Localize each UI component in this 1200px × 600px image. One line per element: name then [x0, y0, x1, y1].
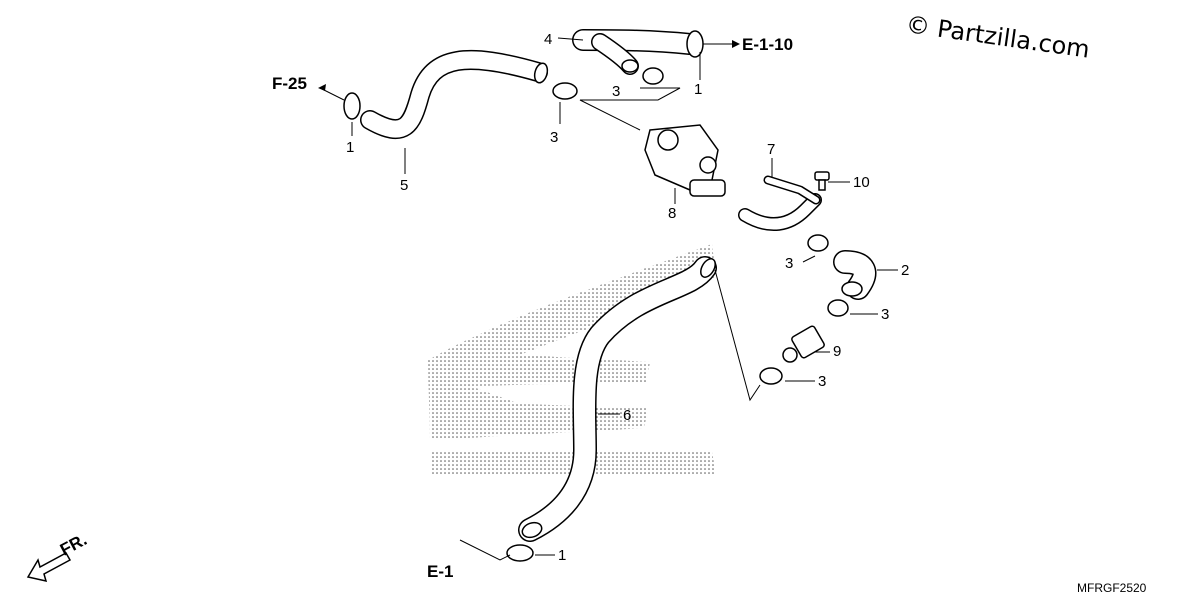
- callout-10: 10: [853, 174, 870, 191]
- arrow-e110-icon: [732, 40, 740, 48]
- ref-e110: E-1-10: [742, 35, 793, 54]
- callout-1-f25: 1: [346, 139, 354, 156]
- check-valve-9[interactable]: [782, 325, 825, 363]
- diagram-code: MFRGF2520: [1077, 581, 1147, 595]
- hose-5[interactable]: [360, 49, 549, 140]
- clamp-3-right[interactable]: [827, 299, 849, 317]
- callout-labels: 1 1 1 2 3 3 3 3 3 4 5 6 7 8 9 10: [346, 31, 909, 564]
- callout-1-e110: 1: [694, 81, 702, 98]
- callout-3-top-right: 3: [612, 83, 620, 100]
- clamp-1-f25[interactable]: [343, 92, 361, 120]
- elbow-hose-2[interactable]: [833, 250, 877, 300]
- callout-5: 5: [400, 177, 408, 194]
- front-direction: FR.: [26, 530, 90, 583]
- clamp-1-e1[interactable]: [506, 544, 534, 562]
- clamp-3-mid[interactable]: [807, 234, 829, 252]
- hose-4[interactable]: [572, 29, 701, 75]
- arrow-f25-icon: [318, 84, 326, 91]
- callout-9: 9: [833, 343, 841, 360]
- hose-6[interactable]: [518, 256, 718, 542]
- hose-7[interactable]: [738, 175, 822, 232]
- callout-2: 2: [901, 262, 909, 279]
- bolt-10[interactable]: [814, 171, 830, 191]
- callout-3-right: 3: [881, 306, 889, 323]
- callout-3-low: 3: [818, 373, 826, 390]
- callout-1-e1: 1: [558, 547, 566, 564]
- reference-labels: F-25 E-1-10 E-1: [272, 35, 793, 581]
- front-arrow-icon: [26, 551, 72, 583]
- ref-f25: F-25: [272, 74, 307, 93]
- air-injection-valve-8[interactable]: [644, 124, 726, 197]
- callout-4: 4: [544, 31, 552, 48]
- ref-e1: E-1: [427, 562, 453, 581]
- callout-6: 6: [623, 407, 631, 424]
- callout-3-mid: 3: [785, 255, 793, 272]
- clamp-1-e110[interactable]: [686, 30, 704, 58]
- leader-lines: [319, 37, 898, 561]
- clamp-3-low[interactable]: [759, 367, 783, 385]
- clamp-3-top-left[interactable]: [552, 82, 578, 100]
- callout-7: 7: [767, 141, 775, 158]
- clamp-3-top-right[interactable]: [642, 67, 664, 85]
- callout-8: 8: [668, 205, 676, 222]
- callout-3-top-left: 3: [550, 129, 558, 146]
- watermark: © Partzilla.com: [904, 10, 1091, 64]
- clamps: [343, 30, 849, 562]
